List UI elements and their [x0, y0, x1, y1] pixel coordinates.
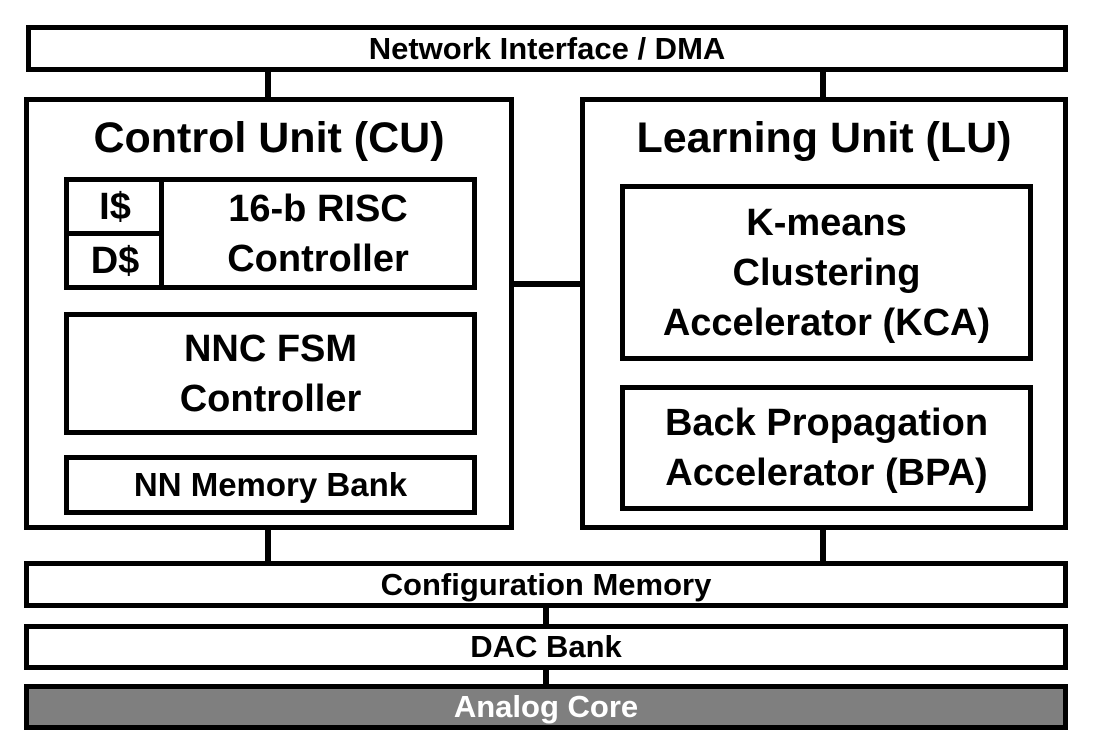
- analog-core-block: Analog Core: [24, 684, 1068, 730]
- kca-line-2: Clustering: [732, 251, 921, 294]
- connector-dma-cu: [265, 70, 271, 100]
- nnc-fsm-line-1: NNC FSM: [183, 327, 358, 370]
- risc-controller-line-2: Controller: [227, 237, 409, 280]
- network-interface-label: Network Interface / DMA: [368, 30, 726, 66]
- connector-cu-lu: [510, 281, 585, 287]
- analog-core-label: Analog Core: [453, 689, 639, 724]
- kca-block: K-means Clustering Accelerator (KCA): [620, 184, 1033, 361]
- dac-bank-label: DAC Bank: [470, 629, 622, 664]
- connector-lu-config: [820, 527, 826, 565]
- nnc-fsm-line-2: Controller: [179, 377, 362, 420]
- connector-dac-analog: [543, 666, 549, 688]
- control-unit-block: Control Unit (CU) I$ D$ 16-b RISC Contro…: [24, 97, 514, 530]
- nn-memory-bank-block: NN Memory Bank: [64, 455, 477, 515]
- bpa-block: Back Propagation Accelerator (BPA): [620, 385, 1033, 511]
- dac-bank-block: DAC Bank: [24, 624, 1068, 670]
- bpa-line-1: Back Propagation: [664, 402, 989, 444]
- instruction-cache: I$: [99, 186, 131, 228]
- kca-line-3: Accelerator (KCA): [662, 301, 991, 344]
- risc-controller-text: 16-b RISC Controller: [164, 182, 472, 285]
- configuration-memory-block: Configuration Memory: [24, 561, 1068, 608]
- cache-divider-horizontal: [69, 231, 161, 236]
- control-unit-title: Control Unit (CU): [93, 114, 445, 162]
- network-interface-dma-block: Network Interface / DMA: [26, 25, 1068, 72]
- learning-unit-block: Learning Unit (LU) K-means Clustering Ac…: [580, 97, 1068, 530]
- nnc-fsm-controller-block: NNC FSM Controller: [64, 312, 477, 435]
- connector-config-dac: [543, 605, 549, 628]
- cache-divider-vertical: [159, 182, 164, 285]
- connector-cu-config: [265, 527, 271, 565]
- learning-unit-title: Learning Unit (LU): [636, 114, 1012, 162]
- risc-controller-block: I$ D$ 16-b RISC Controller: [64, 177, 477, 290]
- configuration-memory-label: Configuration Memory: [380, 566, 712, 602]
- data-cache: D$: [90, 239, 140, 282]
- bpa-line-2: Accelerator (BPA): [665, 452, 988, 494]
- risc-controller-line-1: 16-b RISC: [228, 187, 408, 230]
- kca-line-1: K-means: [746, 201, 907, 244]
- nn-memory-bank-label: NN Memory Bank: [133, 466, 408, 503]
- connector-dma-lu: [820, 70, 826, 100]
